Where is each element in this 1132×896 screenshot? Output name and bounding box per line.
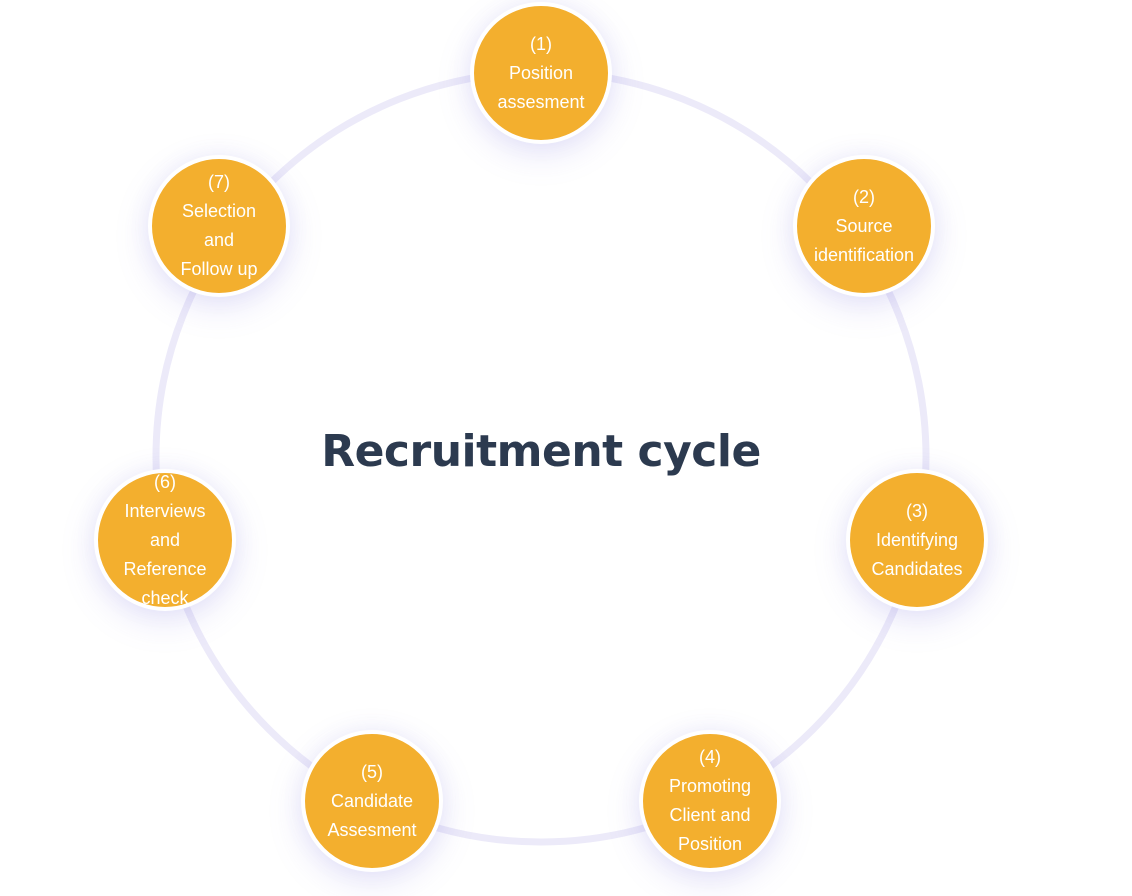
- step-label-line: assesment: [497, 91, 585, 112]
- step-node-5: (5) Candidate Assesment: [301, 730, 443, 872]
- step-label-line: Promoting: [668, 776, 752, 796]
- step-label-line: Interviews: [124, 500, 206, 521]
- step-node-3: (3) Identifying Candidates: [846, 469, 988, 611]
- step-label-line: Selection: [181, 201, 257, 221]
- step-number: (6): [154, 471, 176, 492]
- step-label-line: Source: [835, 215, 893, 236]
- step-label-line: Reference: [123, 558, 207, 579]
- step-node-4: (4) Promoting Client and Position: [639, 730, 781, 872]
- step-label-line: Candidate: [330, 790, 414, 811]
- step-label-line: identification: [813, 244, 915, 265]
- step-number: (5): [361, 761, 383, 782]
- step-label-line: Client and: [669, 805, 751, 825]
- step-label-line: Candidates: [871, 558, 963, 579]
- step-number: (2): [853, 186, 875, 207]
- step-number: (3): [906, 500, 928, 521]
- step-label-line: Assesment: [327, 819, 417, 840]
- step-label-line: check: [141, 587, 189, 608]
- step-node-2: (2) Source identification: [793, 155, 935, 297]
- step-label-line: and: [203, 230, 235, 250]
- step-number: (7): [208, 172, 230, 192]
- step-label-line: and: [149, 529, 181, 550]
- step-node-7: (7) Selection and Follow up: [148, 155, 290, 297]
- step-label-line: Position: [677, 834, 743, 854]
- step-number: (4): [699, 747, 721, 767]
- step-number: (1): [530, 33, 552, 54]
- step-node-1: (1) Position assesment: [470, 2, 612, 144]
- step-label-line: Identifying: [875, 529, 959, 550]
- step-label-line: Follow up: [180, 259, 258, 279]
- step-node-6: (6) Interviews and Reference check: [94, 469, 236, 611]
- step-label-line: Position: [508, 62, 574, 83]
- diagram-title: Recruitment cycle: [321, 426, 761, 477]
